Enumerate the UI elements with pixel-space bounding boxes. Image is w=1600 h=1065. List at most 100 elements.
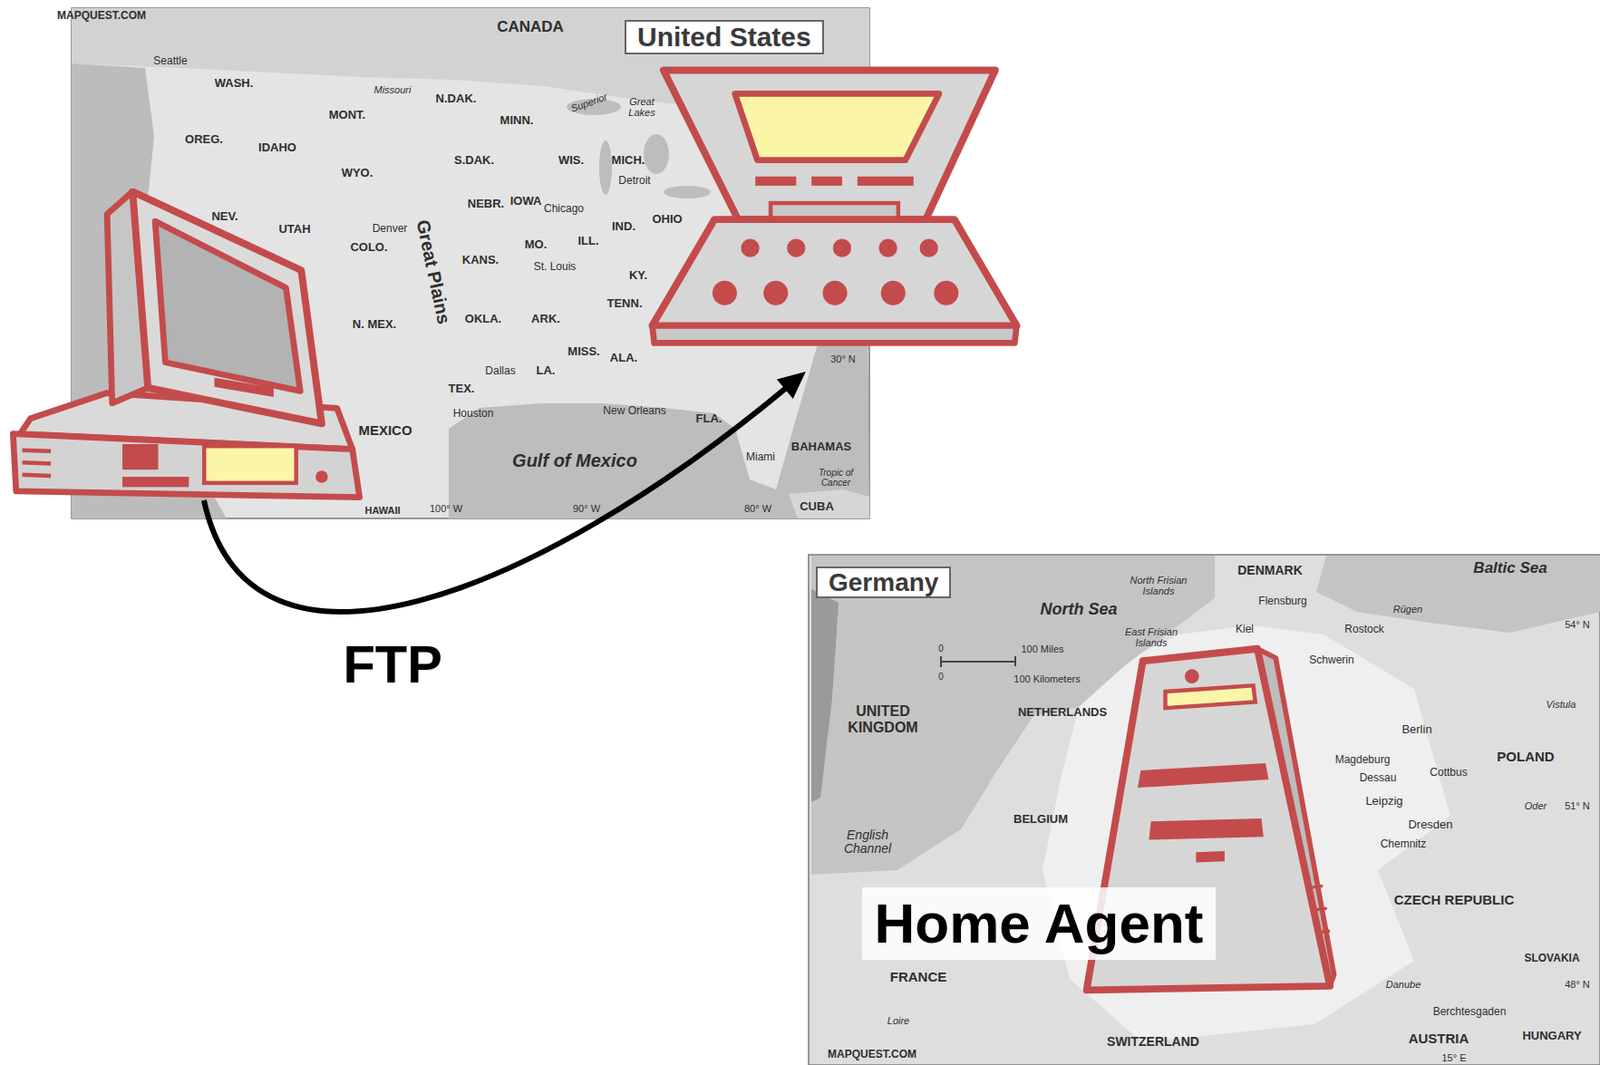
- map-label: ARK.: [531, 312, 561, 326]
- map-label: FLA.: [696, 412, 723, 426]
- icon-shape: [1148, 818, 1263, 841]
- map-label: AUSTRIA: [1408, 1031, 1470, 1048]
- map-label: HUNGARY: [1522, 1029, 1581, 1043]
- map-label: UNITED KINGDOM: [837, 703, 929, 736]
- icon-shape: [1137, 763, 1269, 788]
- map-label: HAWAII: [364, 504, 400, 516]
- map-label: WYO.: [341, 166, 374, 180]
- map-label: Rostock: [1344, 623, 1384, 636]
- map-label: New Orleans: [602, 405, 666, 417]
- map-label: KANS.: [462, 253, 499, 267]
- map-label: POLAND: [1496, 749, 1554, 766]
- map-label: MO.: [524, 238, 548, 252]
- icon-shape: [155, 221, 301, 391]
- map-shape: [940, 656, 942, 668]
- map-label: Gulf of Mexico: [512, 450, 638, 471]
- map-shape: [599, 140, 612, 195]
- map-label: DENMARK: [1237, 563, 1303, 578]
- map-label: Dallas: [484, 365, 515, 378]
- map-label: SWITZERLAND: [1106, 1035, 1200, 1049]
- map-label: Kiel: [1235, 623, 1254, 636]
- map-label: English Channel: [835, 828, 900, 857]
- map-label: 48° N: [1564, 979, 1591, 990]
- map-label: OREG.: [184, 133, 224, 146]
- map-label: FRANCE: [890, 969, 948, 986]
- map-label: MINN.: [500, 114, 534, 127]
- map-label: Rügen: [1393, 603, 1423, 615]
- map-title-box: Germany: [815, 566, 951, 599]
- map-label: Berlin: [1401, 723, 1432, 737]
- map-label: Magdeburg: [1335, 754, 1391, 767]
- map-title: United States: [637, 22, 812, 52]
- map-label: ALA.: [610, 351, 638, 365]
- map-label: Flensburg: [1258, 595, 1307, 608]
- icon-shape: [12, 434, 359, 498]
- map-shape: [643, 134, 670, 175]
- map-label: CZECH REPUBLIC: [1394, 892, 1515, 909]
- map-label: IND.: [611, 220, 636, 233]
- map-label: Seattle: [153, 55, 187, 68]
- desktop-icon: [9, 188, 363, 501]
- icon-shape: [755, 176, 796, 186]
- map-label: Dresden: [1407, 818, 1453, 832]
- map-shape: [1014, 656, 1017, 667]
- icon-shape: [857, 176, 914, 186]
- icon-shape: [1308, 885, 1323, 888]
- icon-shape: [740, 239, 759, 258]
- map-label: Missouri: [374, 84, 412, 96]
- map-label: 0: [938, 643, 944, 654]
- map-label: Berchtesgaden: [1433, 1006, 1507, 1019]
- icon-shape: [22, 475, 52, 476]
- map-label: OKLA.: [465, 312, 502, 326]
- map-label: COLO.: [349, 241, 388, 254]
- map-label: IDAHO: [258, 141, 297, 155]
- map-label: N.DAK.: [436, 92, 477, 106]
- icon-shape: [122, 444, 158, 470]
- map-label: TEX.: [448, 382, 476, 396]
- map-label: MAPQUEST.COM: [57, 9, 146, 22]
- map-shape: [788, 489, 870, 519]
- germany-map: [808, 554, 1600, 1065]
- icon-shape: [878, 239, 897, 258]
- map-label: Vistula: [1546, 698, 1577, 710]
- map-label: Leipzig: [1365, 795, 1403, 808]
- icon-shape: [214, 378, 274, 398]
- map-label: KY.: [629, 269, 648, 282]
- desktop-computer: [9, 188, 363, 501]
- icon-shape: [132, 191, 322, 424]
- map-label: BAHAMAS: [791, 440, 852, 454]
- map-label: 80° W: [744, 503, 772, 514]
- icon-shape: [920, 239, 939, 258]
- map-label: CANADA: [496, 19, 564, 37]
- map-label: 90° W: [572, 503, 601, 514]
- map-label: Dessau: [1359, 772, 1397, 785]
- icon-shape: [1184, 669, 1200, 684]
- map-title-box: United States: [624, 19, 825, 55]
- map-label: MEXICO: [358, 423, 412, 439]
- map-label: MICH.: [611, 154, 646, 167]
- icon-shape: [786, 239, 805, 258]
- map-label: Chemnitz: [1380, 838, 1427, 851]
- map-label: Chicago: [543, 203, 584, 215]
- map-shape: [811, 589, 839, 803]
- map-label: 100° W: [429, 503, 463, 514]
- map-label: 100 Miles: [1020, 643, 1064, 655]
- map-label: MISS.: [567, 345, 600, 359]
- map-shape: [663, 185, 711, 199]
- map-label: Baltic Sea: [1473, 560, 1547, 578]
- map-label: 100 Kilometers: [1013, 673, 1080, 685]
- map-label: S.DAK.: [454, 154, 495, 167]
- map-label: BELGIUM: [1013, 813, 1068, 826]
- map-label: SLOVAKIA: [1523, 952, 1580, 965]
- icon-shape: [763, 281, 788, 306]
- icon-shape: [22, 450, 52, 452]
- icon-shape: [652, 325, 1018, 343]
- map-shape: [1042, 625, 1451, 1043]
- map-label: Danube: [1386, 979, 1422, 990]
- map-label: St. Louis: [533, 261, 577, 273]
- map-shape: [808, 554, 1600, 1065]
- map-title: Germany: [828, 569, 939, 596]
- map-label: UTAH: [278, 223, 311, 236]
- map-label: 0: [938, 671, 944, 682]
- icon-shape: [1195, 851, 1225, 863]
